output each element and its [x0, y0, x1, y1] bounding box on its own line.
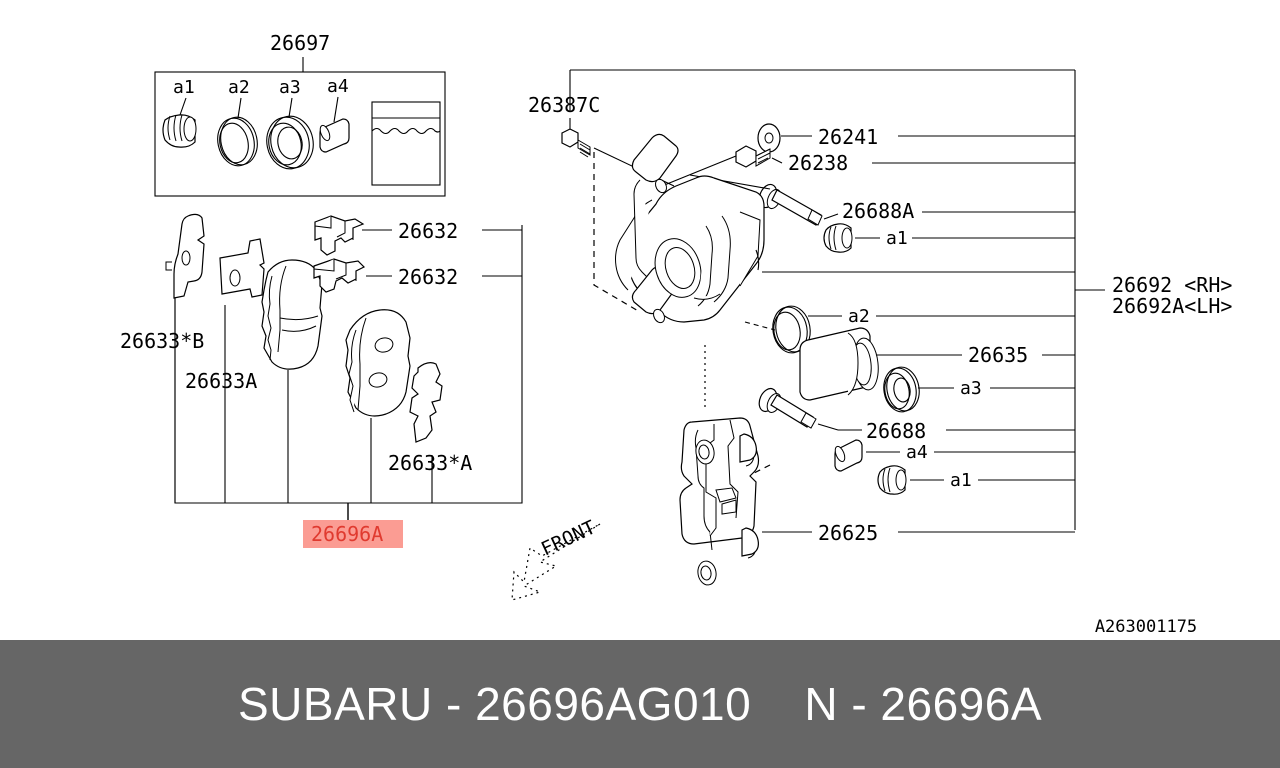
washer-icon — [757, 123, 781, 153]
caption-part-number: SUBARU - 26696AG010 N - 26696A — [237, 678, 1043, 730]
exploded-parts-drawing: 26697 a1 a2 a3 — [120, 31, 1232, 637]
pad-label-26632-lower: 26632 — [398, 265, 458, 289]
caliper-label-26238: 26238 — [788, 151, 848, 175]
leader-26688A — [823, 213, 839, 220]
front-direction-marker: FRONT — [511, 516, 601, 601]
leader-26688 — [817, 423, 839, 431]
piston-seal-icon — [772, 305, 811, 354]
caliper-label-a2: a2 — [848, 306, 870, 327]
shim-inner-icon — [409, 362, 443, 443]
caliper-label-a1-upper: a1 — [886, 228, 908, 249]
seal-kit-box-outline — [154, 71, 446, 197]
piston-icon — [799, 327, 879, 401]
seal-kit-ref-a4: a4 — [327, 76, 349, 97]
grease-packet-icon — [371, 101, 441, 186]
dust-seal-icon — [883, 366, 920, 413]
guide-pin-lower-icon — [758, 387, 817, 429]
front-label: FRONT — [538, 516, 599, 560]
piston-boot-icon — [162, 114, 197, 148]
caliper-group: 26387C 26241 — [528, 69, 1232, 586]
shim-outer-icon — [165, 213, 205, 299]
leader-26238 — [771, 157, 783, 164]
pad-clip-upper-icon — [314, 215, 365, 256]
caption-bar: SUBARU - 26696AG010 N - 26696A — [0, 640, 1280, 768]
caliper-label-26692a-lh: 26692A<LH> — [1112, 294, 1232, 318]
piston-seal-small-icon — [217, 116, 258, 167]
caliper-label-26688A: 26688A — [842, 199, 914, 223]
pad-label-26632-upper: 26632 — [398, 219, 458, 243]
caliper-label-26635: 26635 — [968, 343, 1028, 367]
pad-label-26633A-inner: 26633*A — [388, 451, 472, 475]
caliper-label-26688: 26688 — [866, 419, 926, 443]
seal-kit-ref-a1: a1 — [173, 77, 195, 98]
caliper-bracket-icon — [679, 417, 760, 586]
caliper-label-26692-rh: 26692 <RH> — [1112, 273, 1232, 297]
caliper-label-a1-lower: a1 — [950, 470, 972, 491]
pin-bushing-icon — [319, 118, 350, 153]
bleeder-screw-icon — [561, 128, 591, 158]
pad-label-26633B: 26633*B — [120, 329, 204, 353]
seal-kit-ref-a3: a3 — [279, 77, 301, 98]
pad-clip-lower-icon — [313, 258, 366, 293]
pad-label-26633A: 26633A — [185, 369, 257, 393]
pin-boot-lower-icon — [877, 465, 907, 495]
diagram-id-code: A263001175 — [1095, 617, 1197, 637]
brake-pad-outer-icon — [261, 259, 323, 370]
pin-boot-upper-icon — [823, 223, 853, 253]
caliper-label-a3: a3 — [960, 378, 982, 399]
piston-seal-large-icon — [266, 115, 314, 170]
seal-kit-leader-a3 — [288, 97, 293, 118]
caliper-label-26241: 26241 — [818, 125, 878, 149]
seal-kit-leader-a2 — [237, 97, 242, 119]
caliper-body-icon — [615, 133, 765, 324]
seal-kit-group: 26697 a1 a2 a3 — [154, 31, 446, 197]
banjo-leader-body — [661, 155, 737, 187]
shim-plate-icon — [219, 238, 265, 298]
pad-kit-group: 26633*B 26633A 2 — [120, 213, 523, 548]
seal-kit-ref-a2: a2 — [228, 77, 250, 98]
seal-kit-leader-a4 — [333, 96, 339, 123]
brake-pad-inner-icon — [345, 309, 411, 417]
seal-kit-label: 26697 — [270, 31, 330, 55]
highlight-26696A-label: 26696A — [311, 522, 383, 546]
highlight-26696A-box — [303, 520, 403, 548]
pin-sleeve-icon — [834, 439, 863, 472]
caliper-label-a4: a4 — [906, 442, 928, 463]
seal-kit-leader-a1 — [179, 97, 187, 116]
guide-pin-upper-icon — [758, 183, 823, 226]
banjo-bolt-icon — [735, 145, 771, 168]
seal-leader-body — [744, 321, 776, 331]
caliper-label-26625: 26625 — [818, 521, 878, 545]
caliper-label-26387C: 26387C — [528, 93, 600, 117]
bleeder-dashed-path — [593, 152, 641, 313]
